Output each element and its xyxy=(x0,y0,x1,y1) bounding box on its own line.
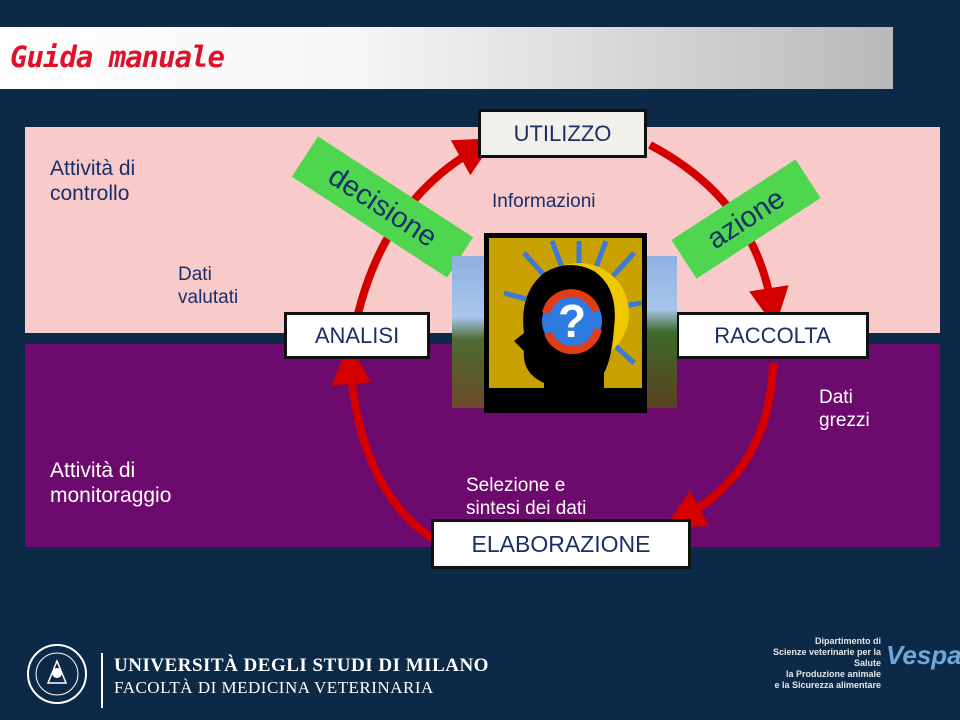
footer-divider xyxy=(101,653,103,708)
evaluated-data-label: Dati valutati xyxy=(178,263,238,309)
elaborazione-box: ELABORAZIONE xyxy=(431,519,691,569)
field-photo-right xyxy=(645,256,677,408)
control-activity-line1: Attività di xyxy=(50,157,136,180)
arrow-elaborazione-to-analisi xyxy=(331,344,435,542)
thinking-head-image: ? xyxy=(484,233,647,413)
arrow-raccolta-to-elaborazione xyxy=(664,362,777,528)
university-name: UNIVERSITÀ DEGLI STUDI DI MILANO xyxy=(114,655,489,676)
raccolta-box: RACCOLTA xyxy=(676,312,869,359)
raw-data-line1: Dati xyxy=(819,387,853,408)
control-activity-label: Attività di controllo xyxy=(50,156,135,206)
department-line2: Scienze veterinarie per la Salute xyxy=(772,647,881,668)
field-photo-left xyxy=(452,256,488,408)
slide-title: Guida manuale xyxy=(10,40,225,74)
raw-data-label: Dati grezzi xyxy=(819,386,870,432)
monitoring-activity-label: Attività di monitoraggio xyxy=(50,458,171,508)
selection-label: Selezione e sintesi dei dati xyxy=(466,474,586,520)
raw-data-line2: grezzi xyxy=(819,410,870,431)
selection-line1: Selezione e xyxy=(466,475,566,496)
analisi-box: ANALISI xyxy=(284,312,430,359)
department-line3: la Produzione animale xyxy=(785,669,881,679)
faculty-name: FACOLTÀ DI MEDICINA VETERINARIA xyxy=(114,678,434,697)
selection-line2: sintesi dei dati xyxy=(466,498,587,519)
control-activity-line2: controllo xyxy=(50,182,130,205)
evaluated-data-line1: Dati xyxy=(178,264,212,285)
header-bar xyxy=(0,27,893,89)
university-seal-logo xyxy=(26,643,88,710)
monitoring-activity-line1: Attività di xyxy=(50,459,136,482)
department-name: Dipartimento di Scienze veterinarie per … xyxy=(769,636,881,691)
department-line1: Dipartimento di xyxy=(814,636,881,646)
department-line4: e la Sicurezza alimentare xyxy=(774,680,881,690)
monitoring-activity-line2: monitoraggio xyxy=(50,484,172,507)
utilizzo-box: UTILIZZO xyxy=(478,109,647,158)
vespa-logo: Vespa xyxy=(886,640,960,670)
evaluated-data-line2: valutati xyxy=(178,287,239,308)
question-mark-glyph: ? xyxy=(558,295,586,347)
information-label: Informazioni xyxy=(492,191,596,212)
